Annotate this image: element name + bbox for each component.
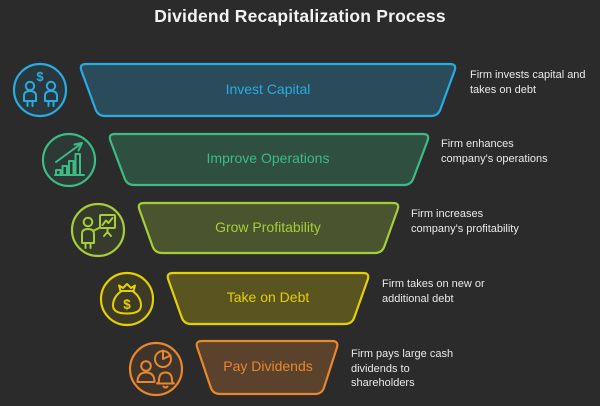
- presentation-chart-icon: [70, 202, 126, 258]
- stage-group-pay-dividends: [128, 339, 339, 397]
- funnel-segment-3: [137, 201, 400, 255]
- stage-group-improve-operations: [41, 132, 430, 188]
- investors-dollar-icon: $: [12, 62, 68, 118]
- funnel-segment-2: [108, 132, 430, 187]
- stage-description-4: Firm takes on new or additional debt: [382, 278, 485, 305]
- funnel-segment-4: [166, 271, 370, 326]
- stage-label-grow-profitability: Grow Profitability: [215, 219, 321, 235]
- stage-group-take-on-debt: $: [99, 271, 370, 327]
- growth-chart-icon: [41, 132, 97, 188]
- dividends-bell-icon: [128, 341, 184, 397]
- stage-group-grow-profitability: [70, 201, 400, 258]
- page-title: Dividend Recapitalization Process: [154, 6, 446, 26]
- dollar-glyph: $: [123, 297, 131, 312]
- funnel-segment-5: [195, 339, 339, 396]
- money-bag-icon: $: [99, 271, 155, 327]
- stage-group-invest-capital: $: [12, 62, 457, 118]
- funnel-segment-1: [79, 62, 457, 118]
- stage-description-5: Firm pays large cash dividends to shareh…: [351, 348, 454, 390]
- stage-description-1: Firm invests capital and takes on debt: [470, 69, 586, 96]
- dollar-glyph: $: [36, 69, 44, 84]
- stage-description-2: Firm enhances company's operations: [441, 138, 548, 165]
- stage-label-take-on-debt: Take on Debt: [226, 289, 310, 305]
- stage-label-improve-operations: Improve Operations: [206, 150, 330, 166]
- stage-label-pay-dividends: Pay Dividends: [223, 358, 313, 374]
- stage-description-3: Firm increases company's profitability: [411, 208, 519, 235]
- stage-label-invest-capital: Invest Capital: [225, 81, 311, 97]
